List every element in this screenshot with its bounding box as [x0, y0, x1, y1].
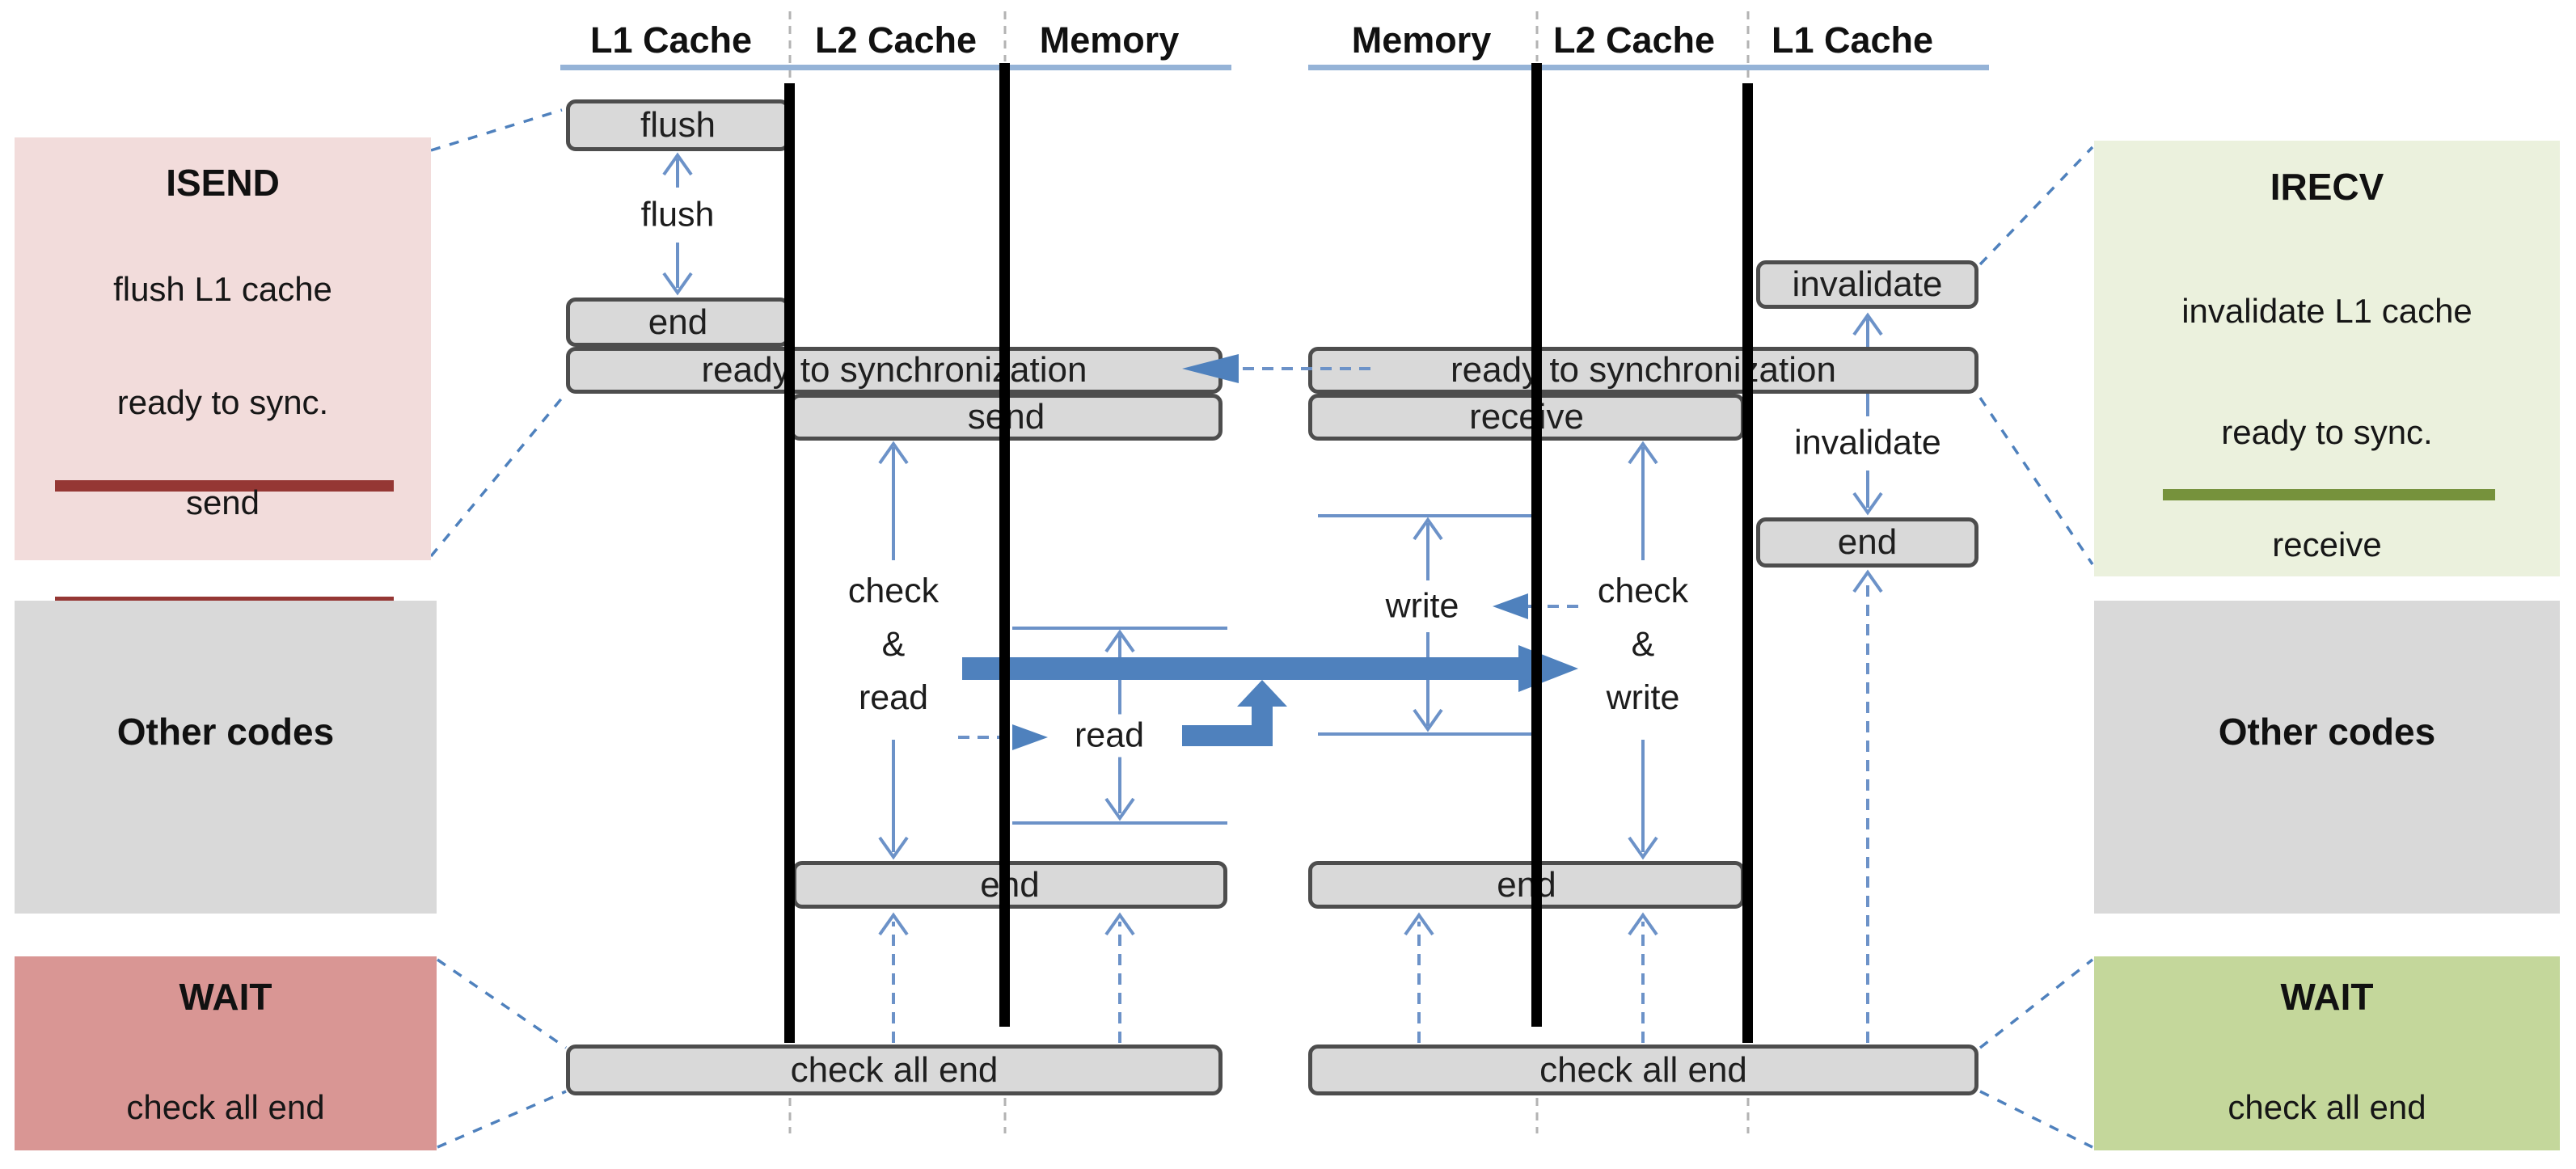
other-codes-right-title: Other codes: [2218, 711, 2436, 753]
dashed-up-arrow-head: [1628, 912, 1658, 936]
check-read-line2: &: [881, 625, 906, 664]
check-write-line1: check: [1597, 572, 1689, 610]
wait-left-panel: WAIT check all end: [15, 956, 437, 1150]
memory-transfer-thick-arrow: [962, 645, 1578, 692]
right-memory-down-head: [1413, 708, 1443, 732]
irecv-panel: IRECV invalidate L1 cache ready to sync.…: [2094, 141, 2560, 576]
dashed-up-arrow-head: [1852, 569, 1883, 593]
invalidate-label: invalidate: [1786, 421, 1949, 465]
flush-box: flush: [566, 99, 790, 151]
irecv-line-receive: receive: [2272, 525, 2382, 563]
irecv-title: IRECV: [2270, 166, 2384, 208]
irecv-line-ready: ready to sync.: [2221, 413, 2433, 451]
header-underline-right: [1308, 65, 1989, 70]
isend-bottom-connector: [429, 395, 565, 558]
read-step-thick-arrow: [1182, 680, 1287, 746]
other-codes-left-title: Other codes: [116, 711, 335, 753]
lifeline-dashed-stubs: [788, 11, 1750, 1133]
read-arrow-head: [1012, 724, 1048, 750]
header-left-l2-cache: L2 Cache: [814, 19, 978, 61]
ready-sync-left-box: ready to synchronization: [566, 347, 1223, 394]
check-write-line2: &: [1631, 625, 1655, 664]
isend-line-ready: ready to sync.: [116, 383, 329, 421]
ready-sync-arrow-head: [1182, 354, 1239, 383]
invalidate-down-arrow-head: [1852, 492, 1883, 516]
wait-right-panel: WAIT check all end: [2094, 956, 2560, 1150]
irecv-bottom-connector: [1978, 397, 2094, 565]
lifeline-left-l1-l2: [784, 83, 795, 1043]
invalidate-up-arrow-head: [1852, 312, 1883, 336]
irecv-top-connector: [1978, 146, 2094, 266]
isend-panel: ISEND flush L1 cache ready to sync. send: [15, 137, 431, 608]
check-and-write-label: check & write: [1589, 563, 1697, 726]
check-read-line1: check: [847, 572, 940, 610]
check-all-end-left-box: check all end: [566, 1045, 1223, 1095]
check-read-line3: read: [858, 678, 929, 717]
isend-title: ISEND: [166, 162, 280, 204]
check-write-line3: write: [1606, 678, 1680, 717]
flush-up-arrow-head: [662, 152, 693, 176]
wait-left-subtitle: check all end: [126, 1088, 325, 1126]
receive-up-arrow-head: [1628, 441, 1658, 465]
wait-right-bottom-connector: [1979, 1090, 2093, 1149]
thin-blue-arrows: [662, 152, 1883, 860]
right-end-down-arrow-head: [1628, 836, 1658, 860]
check-all-end-dashed-arrowheads: [878, 569, 1883, 936]
header-left-l1-cache: L1 Cache: [589, 19, 753, 61]
irecv-line-invalidate: invalidate L1 cache: [2181, 292, 2473, 330]
isend-divider-1: [55, 480, 394, 492]
wait-right-top-connector: [1978, 958, 2094, 1049]
header-left-memory: Memory: [1039, 19, 1180, 61]
check-all-end-dashed-arrows: [892, 579, 1869, 1043]
end-left-box: end: [566, 298, 790, 347]
write-label: write: [1377, 584, 1467, 628]
isend-top-connector: [430, 108, 563, 152]
flush-down-arrow-head: [662, 272, 693, 296]
lifeline-right-mem-l2: [1531, 63, 1542, 1027]
dashed-up-arrow-head: [1404, 912, 1434, 936]
header-right-l2-cache: L2 Cache: [1552, 19, 1716, 61]
invalidate-box: invalidate: [1756, 260, 1978, 309]
send-up-arrow-head: [878, 441, 909, 465]
left-memory-up-head: [1104, 629, 1135, 653]
panel-connector-lines: [429, 108, 2094, 1149]
right-memory-up-head: [1413, 517, 1443, 541]
irecv-divider: [2163, 489, 2495, 500]
wait-left-top-connector: [437, 958, 567, 1049]
lifeline-right-l2-l1: [1742, 83, 1753, 1043]
left-memory-down-head: [1104, 797, 1135, 821]
lifeline-left-l2-mem: [999, 63, 1010, 1027]
wait-left-bottom-connector: [437, 1090, 567, 1149]
header-right-l1-cache: L1 Cache: [1771, 19, 1934, 61]
wait-left-title: WAIT: [179, 976, 272, 1018]
end-right-box: end: [1756, 517, 1978, 568]
read-label: read: [1066, 714, 1153, 758]
dashed-up-arrow-head: [878, 912, 909, 936]
other-codes-left-panel: Other codes: [15, 601, 437, 914]
check-all-end-right-box: check all end: [1308, 1045, 1978, 1095]
header-underline-left: [560, 65, 1231, 70]
isend-line-send: send: [185, 483, 260, 521]
wait-right-title: WAIT: [2280, 976, 2374, 1018]
left-end-down-arrow-head: [878, 836, 909, 860]
check-and-read-label: check & read: [839, 563, 948, 726]
dashed-up-arrow-head: [1104, 912, 1135, 936]
wait-right-subtitle: check all end: [2228, 1088, 2426, 1126]
flush-label: flush: [632, 193, 723, 237]
header-right-memory: Memory: [1351, 19, 1492, 61]
write-arrow-head: [1493, 593, 1528, 619]
ready-sync-right-box: ready to synchronization: [1308, 347, 1978, 394]
isend-line-flush: flush L1 cache: [113, 270, 332, 308]
other-codes-right-panel: Other codes: [2094, 601, 2560, 914]
